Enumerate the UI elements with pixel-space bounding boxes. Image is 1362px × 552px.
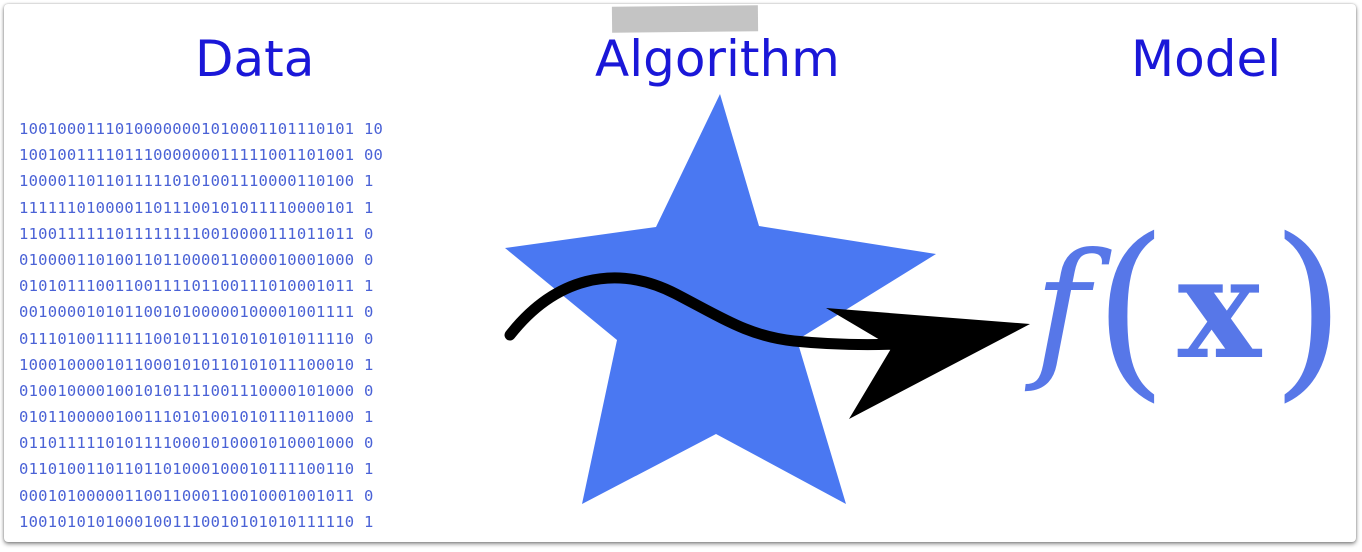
model-formula: f(x) <box>1034 214 1345 404</box>
binary-line: 01110100111111001011101010101011110 0 <box>19 329 374 348</box>
formula-variable: x <box>1177 227 1262 391</box>
binary-line: 10000110110111110101001110000110100 1 <box>19 172 374 191</box>
binary-line: 01000011010011011000011000010001000 0 <box>19 250 374 269</box>
binary-line: 00100001010110010100000100001001111 0 <box>19 303 374 322</box>
binary-line: 01101001101101101000100010111100110 1 <box>19 460 374 479</box>
algorithm-heading: Algorithm <box>595 30 840 88</box>
binary-line: 10010101010001001110010101010111110 1 <box>19 512 374 531</box>
binary-line: 00010100000110011000110010001001011 0 <box>19 486 374 505</box>
star-icon <box>505 94 936 504</box>
binary-line: 01010111001100111101100111010001011 1 <box>19 277 374 296</box>
binary-line: 01101111101011110001010001010001000 0 <box>19 434 374 453</box>
model-heading: Model <box>1131 30 1282 88</box>
binary-line: 10010001110100000001010001101110101 10 <box>19 120 384 138</box>
diagram-card: Data Algorithm Model 1001000111010000000… <box>4 4 1356 542</box>
data-heading: Data <box>195 30 315 88</box>
binary-line: 10001000010110001010110101011100010 1 <box>19 355 374 374</box>
binary-data-block: 10010001110100000001010001101110101 10 10… <box>19 116 383 535</box>
arrow-curve <box>504 272 905 351</box>
binary-line: 11111101000011011100101011110000101 1 <box>19 198 374 217</box>
arrow-head <box>826 308 1030 419</box>
algorithm-graphic <box>504 94 1030 504</box>
binary-line: 10010011110111000000011111001101001 00 <box>19 146 384 165</box>
formula-open-paren: ( <box>1093 198 1168 419</box>
formula-close-paren: ) <box>1271 198 1346 419</box>
formula-function: f <box>1034 222 1090 396</box>
binary-line: 11001111110111111110010000111011011 0 <box>19 224 374 243</box>
arrow-icon <box>504 272 1030 419</box>
binary-line: 01011000001001110101001010111011000 1 <box>19 408 374 427</box>
binary-line: 01001000010010101111001110000101000 0 <box>19 381 374 400</box>
